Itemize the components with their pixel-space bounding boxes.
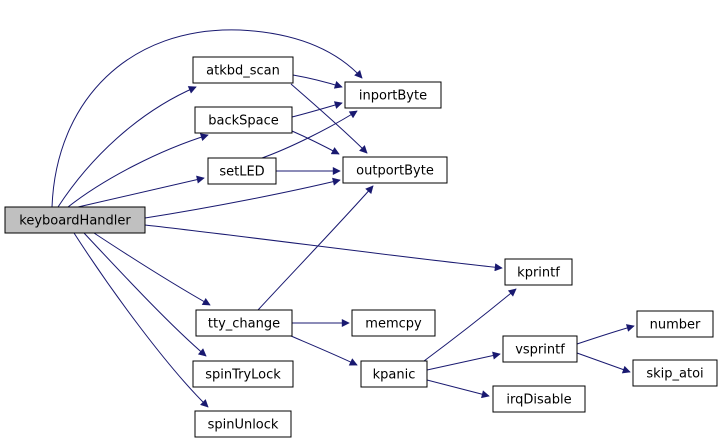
node-tty_change[interactable]: tty_change	[195, 309, 293, 337]
node-box-inportByte	[344, 81, 442, 109]
node-label-vsprintf: vsprintf	[515, 343, 565, 358]
edge-keyboardHandler-to-kprintf	[144, 224, 503, 272]
node-label-atkbd_scan: atkbd_scan	[206, 64, 280, 79]
node-box-backSpace	[194, 106, 293, 134]
edge-atkbd_scan-to-inportByte	[292, 74, 343, 89]
edge-keyboardHandler-to-setLED	[77, 175, 205, 208]
node-memcpy[interactable]: memcpy	[351, 309, 436, 337]
node-label-outportByte: outportByte	[356, 164, 434, 179]
node-label-memcpy: memcpy	[365, 317, 422, 332]
node-vsprintf[interactable]: vsprintf	[502, 335, 578, 363]
node-box-irqDisable	[492, 385, 586, 413]
edge-keyboardHandler-to-inportByte	[51, 29, 363, 208]
node-skip_atoi[interactable]: skip_atoi	[632, 359, 718, 387]
node-label-number: number	[650, 318, 701, 333]
edge-tty_change-to-kpanic	[290, 335, 358, 366]
node-label-kprintf: kprintf	[517, 266, 560, 281]
node-box-keyboardHandler	[4, 206, 146, 234]
node-box-spinUnlock	[194, 410, 292, 438]
node-box-spinTryLock	[192, 360, 294, 388]
node-box-setLED	[207, 157, 277, 185]
node-box-outportByte	[342, 156, 448, 184]
node-inportByte[interactable]: inportByte	[344, 81, 442, 109]
node-box-number	[636, 310, 714, 338]
node-backSpace[interactable]: backSpace	[194, 106, 293, 134]
edge-keyboardHandler-to-backSpace	[67, 133, 209, 208]
node-box-vsprintf	[502, 335, 578, 363]
nodes-layer: keyboardHandler atkbd_scan backSpace setLED…	[4, 56, 718, 438]
node-label-irqDisable: irqDisable	[506, 393, 571, 408]
node-label-skip_atoi: skip_atoi	[646, 367, 703, 382]
node-setLED[interactable]: setLED	[207, 157, 277, 185]
edge-atkbd_scan-to-outportByte	[290, 83, 368, 154]
node-keyboardHandler[interactable]: keyboardHandler	[4, 206, 146, 234]
node-box-kpanic	[360, 360, 428, 388]
node-box-memcpy	[351, 309, 436, 337]
edge-backSpace-to-inportByte	[291, 101, 343, 118]
edge-kpanic-to-kprintf	[423, 288, 517, 362]
node-label-kpanic: kpanic	[373, 368, 416, 383]
edges-layer	[51, 29, 635, 408]
node-label-spinUnlock: spinUnlock	[208, 418, 279, 433]
node-number[interactable]: number	[636, 310, 714, 338]
node-box-atkbd_scan	[192, 56, 294, 84]
node-label-setLED: setLED	[219, 165, 264, 180]
node-box-kprintf	[504, 258, 573, 286]
edge-keyboardHandler-to-outportByte	[144, 177, 341, 219]
edge-backSpace-to-outportByte	[291, 130, 340, 155]
node-label-spinTryLock: spinTryLock	[205, 368, 281, 383]
edge-kpanic-to-irqDisable	[426, 379, 490, 399]
node-label-inportByte: inportByte	[359, 89, 427, 104]
node-box-tty_change	[195, 309, 293, 337]
edge-keyboardHandler-to-spinTryLock	[83, 232, 207, 357]
edge-tty_change-to-outportByte	[257, 185, 374, 311]
node-box-skip_atoi	[632, 359, 718, 387]
edge-kpanic-to-vsprintf	[426, 351, 501, 371]
edge-keyboardHandler-to-atkbd_scan	[57, 86, 197, 208]
node-kpanic[interactable]: kpanic	[360, 360, 428, 388]
node-spinTryLock[interactable]: spinTryLock	[192, 360, 294, 388]
edge-vsprintf-to-number	[576, 324, 635, 345]
node-label-keyboardHandler: keyboardHandler	[19, 214, 131, 229]
node-outportByte[interactable]: outportByte	[342, 156, 448, 184]
edge-setLED-to-inportByte	[261, 110, 358, 159]
node-atkbd_scan[interactable]: atkbd_scan	[192, 56, 294, 84]
edge-vsprintf-to-skip_atoi	[576, 352, 631, 374]
node-spinUnlock[interactable]: spinUnlock	[194, 410, 292, 438]
node-label-backSpace: backSpace	[208, 114, 279, 129]
node-label-tty_change: tty_change	[208, 317, 280, 332]
edge-keyboardHandler-to-tty_change	[93, 232, 211, 306]
node-kprintf[interactable]: kprintf	[504, 258, 573, 286]
edge-keyboardHandler-to-spinUnlock	[73, 232, 209, 408]
node-irqDisable[interactable]: irqDisable	[492, 385, 586, 413]
